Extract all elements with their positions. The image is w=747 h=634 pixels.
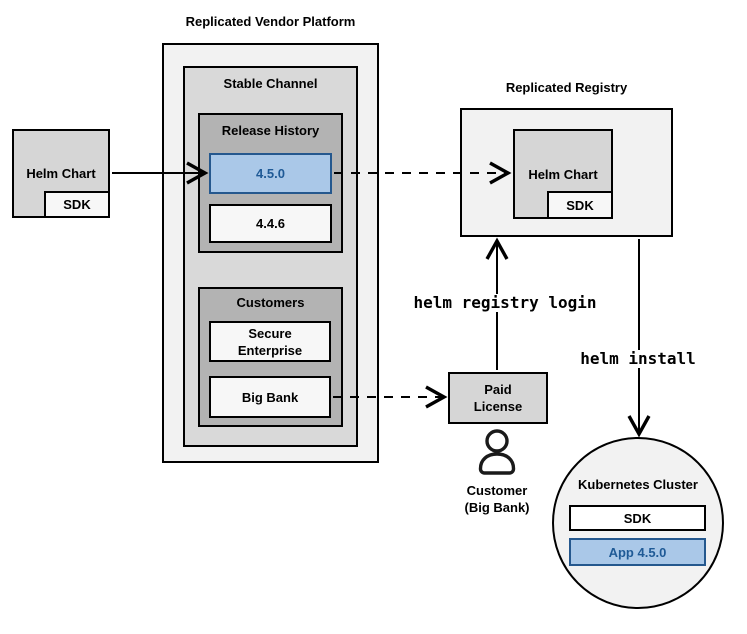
customer-item-secure-enterprise: Secure Enterprise — [209, 321, 331, 362]
customers-label: Customers — [236, 295, 305, 310]
registry-title: Replicated Registry — [505, 80, 628, 95]
cluster-sdk-box: SDK — [569, 505, 706, 531]
registry-helm-chart-label: Helm Chart — [528, 166, 598, 182]
helm-chart-source-box: Helm Chart SDK — [12, 129, 110, 218]
release-version-previous: 4.4.6 — [209, 204, 332, 243]
vendor-platform-title: Replicated Vendor Platform — [185, 14, 356, 29]
cluster-app-box: App 4.5.0 — [569, 538, 706, 566]
helm-chart-source-label: Helm Chart — [26, 166, 96, 181]
command-label-registry-login: helm registry login — [402, 294, 608, 312]
customer-label: Customer (Big Bank) — [464, 483, 530, 515]
release-version-current: 4.5.0 — [209, 153, 332, 194]
customer-item-big-bank: Big Bank — [209, 376, 331, 418]
kubernetes-cluster-title: Kubernetes Cluster — [578, 477, 698, 492]
person-icon — [478, 429, 516, 475]
paid-license-box: Paid License — [448, 372, 548, 424]
stable-channel-label: Stable Channel — [223, 76, 318, 91]
registry-helm-chart-box: Helm Chart SDK — [513, 129, 613, 219]
release-history-label: Release History — [221, 123, 320, 138]
registry-sdk-badge: SDK — [547, 191, 613, 219]
command-label-install: helm install — [563, 350, 713, 368]
helm-chart-source-sdk-badge: SDK — [44, 191, 110, 218]
